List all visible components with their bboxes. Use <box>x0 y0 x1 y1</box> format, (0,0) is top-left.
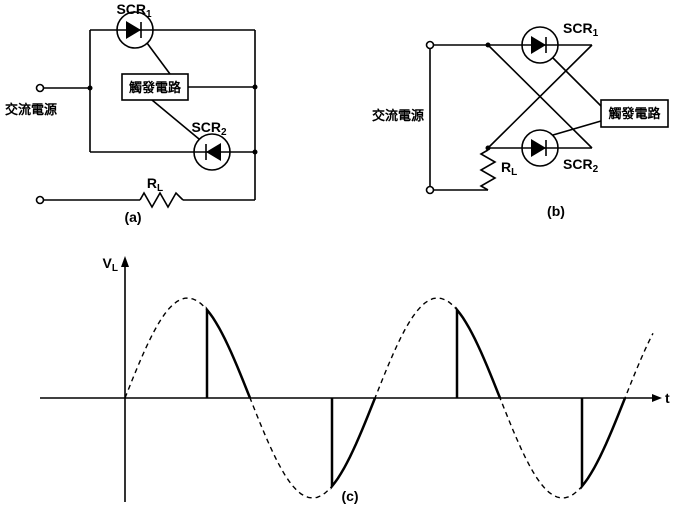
ac-terminal-bottom-a <box>35 195 45 205</box>
load-resistor-a <box>139 191 184 209</box>
scr1-label-a: SCR1 <box>116 1 152 20</box>
circuit-a: 觸發電路 SCR1 SCR2 交流電源 RL (a) <box>5 1 258 225</box>
trigger-box-b <box>600 99 669 128</box>
caption-c: (c) <box>341 488 358 504</box>
waveform-c: VL t (c) <box>40 255 670 504</box>
scr1-diode-arrow-a <box>126 21 141 39</box>
scr1-diode-arrow-b <box>531 36 546 54</box>
junction-dot <box>87 85 93 91</box>
scr2-diode-arrow-b <box>531 139 546 157</box>
junction-dot <box>485 42 491 48</box>
caption-a: (a) <box>124 209 141 225</box>
scr2-diode-arrow-a <box>206 143 221 161</box>
ac-terminal-top-a <box>35 83 45 93</box>
scr1-gate-wire-a <box>146 42 171 75</box>
ac-terminal-bottom-b <box>425 185 435 195</box>
scr1-gate-wire-b <box>552 57 602 107</box>
junction-dot <box>252 84 258 90</box>
junction-dot <box>252 149 258 155</box>
load-resistor-b <box>479 149 497 191</box>
ac-source-label-b: 交流電源 <box>372 108 424 124</box>
y-axis-label: VL <box>103 255 118 274</box>
x-axis-arrow <box>652 394 662 402</box>
load-label-a: RL <box>147 175 163 194</box>
trigger-box-label-a: 觸發電路 <box>129 80 182 96</box>
scr1-symbol-a <box>116 11 154 49</box>
load-label-b: RL <box>501 159 517 178</box>
circuit-b: 觸發電路 SCR1 SCR2 交流電源 RL (b) <box>372 20 669 219</box>
scr2-gate-wire-a <box>151 99 200 140</box>
scr2-gate-wire-b <box>552 120 602 136</box>
scr1-symbol-b <box>521 26 559 64</box>
scr1-label-b: SCR1 <box>563 20 599 39</box>
scr2-symbol-a <box>193 133 231 171</box>
ac-source-label-a: 交流電源 <box>5 102 57 118</box>
scr2-symbol-b <box>521 129 559 167</box>
y-axis-arrow <box>121 256 129 267</box>
x-axis-label: t <box>665 390 670 406</box>
caption-b: (b) <box>547 203 565 219</box>
junction-dot <box>485 145 491 151</box>
scr2-label-a: SCR2 <box>191 119 227 138</box>
scr2-label-b: SCR2 <box>563 156 599 175</box>
wires-a <box>43 29 256 201</box>
trigger-box-label-b: 觸發電路 <box>608 106 661 122</box>
trigger-box-a <box>121 73 189 101</box>
ac-terminal-top-b <box>425 40 435 50</box>
wave-load-solid <box>205 306 627 490</box>
